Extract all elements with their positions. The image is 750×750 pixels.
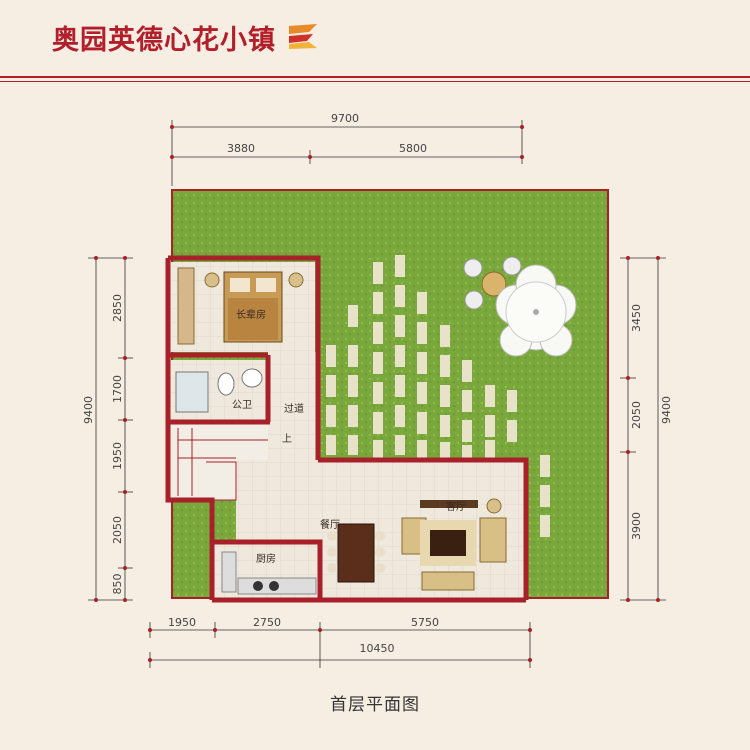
- room-label-bathroom: 公卫: [232, 400, 252, 411]
- dim-right-a: 3450: [630, 304, 643, 332]
- stepping-stones: [326, 255, 550, 537]
- toilet: [217, 372, 235, 396]
- room-label-corridor: 过道: [284, 402, 304, 415]
- patio-table-set: [463, 256, 522, 310]
- dim-left-e: 850: [111, 574, 124, 595]
- corridor-floor: [268, 352, 316, 460]
- dim-bottom-left: 1950: [168, 616, 196, 629]
- dim-top-right: 5800: [399, 142, 427, 155]
- dim-left-b: 1700: [111, 375, 124, 403]
- dim-right-b: 2050: [630, 401, 643, 429]
- wardrobe: [177, 267, 195, 345]
- dim-left-total: 9400: [82, 396, 95, 424]
- dim-right-c: 3900: [630, 512, 643, 540]
- room-label-kitchen: 厨房: [256, 552, 276, 565]
- dim-right-total: 9400: [660, 396, 673, 424]
- room-label-dining: 餐厅: [320, 518, 340, 531]
- room-label-living: 客厅: [446, 500, 466, 513]
- dim-left-c: 1950: [111, 442, 124, 470]
- room-label-bedroom: 长辈房: [236, 308, 266, 321]
- dim-left-d: 2050: [111, 516, 124, 544]
- walls: [165, 255, 529, 603]
- shower: [175, 371, 209, 413]
- dim-bottom-mid: 2750: [253, 616, 281, 629]
- dining-table: [327, 523, 385, 583]
- basin: [241, 368, 263, 388]
- garden-umbrella: [495, 264, 577, 357]
- dim-left-a: 2850: [111, 294, 124, 322]
- dim-top-left: 3880: [227, 142, 255, 155]
- kitchen-counter: [221, 551, 317, 595]
- bed: [204, 271, 304, 343]
- dim-bottom-total: 10450: [360, 642, 395, 655]
- brand-title: 奥园英德心花小镇: [52, 25, 276, 56]
- room-label-stair-up: 上: [282, 433, 292, 445]
- dim-top-total: 9700: [331, 112, 359, 125]
- header-divider: [0, 76, 750, 82]
- sofa-set: [401, 498, 507, 591]
- plan-caption: 首层平面图: [330, 695, 420, 715]
- stripe-logo-icon: [289, 24, 317, 49]
- dim-bottom-right: 5750: [411, 616, 439, 629]
